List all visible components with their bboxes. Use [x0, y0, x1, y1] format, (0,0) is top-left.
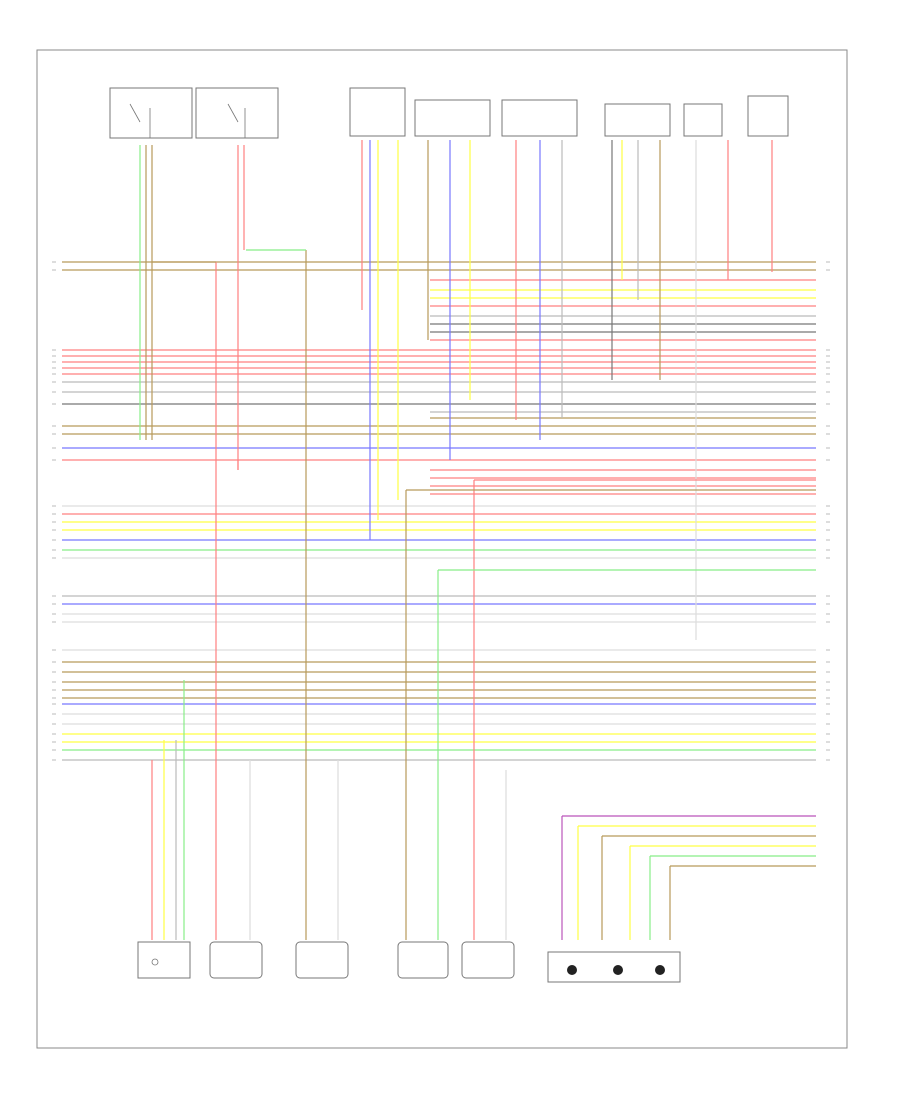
wire-group: [62, 140, 816, 940]
sensor-icon: [655, 965, 665, 975]
bottom-component-6: [547, 951, 681, 983]
diagram-frame: [36, 49, 848, 1049]
bottom-component-4: [397, 941, 449, 979]
bottom-component-2: [209, 941, 263, 979]
sensor-icon: [567, 965, 577, 975]
bottom-component-3: [295, 941, 349, 979]
top-component-4: [414, 99, 491, 137]
top-component-1: [109, 87, 193, 139]
top-component-6: [604, 103, 671, 137]
top-component-3: [349, 87, 406, 137]
bottom-component-5: [461, 941, 515, 979]
pin-label-group: [52, 261, 830, 761]
bottom-component-1: [137, 941, 191, 979]
sensor-icon: [613, 965, 623, 975]
top-component-8: [747, 95, 789, 137]
top-component-5: [501, 99, 578, 137]
top-component-2: [195, 87, 279, 139]
top-component-7: [683, 103, 723, 137]
